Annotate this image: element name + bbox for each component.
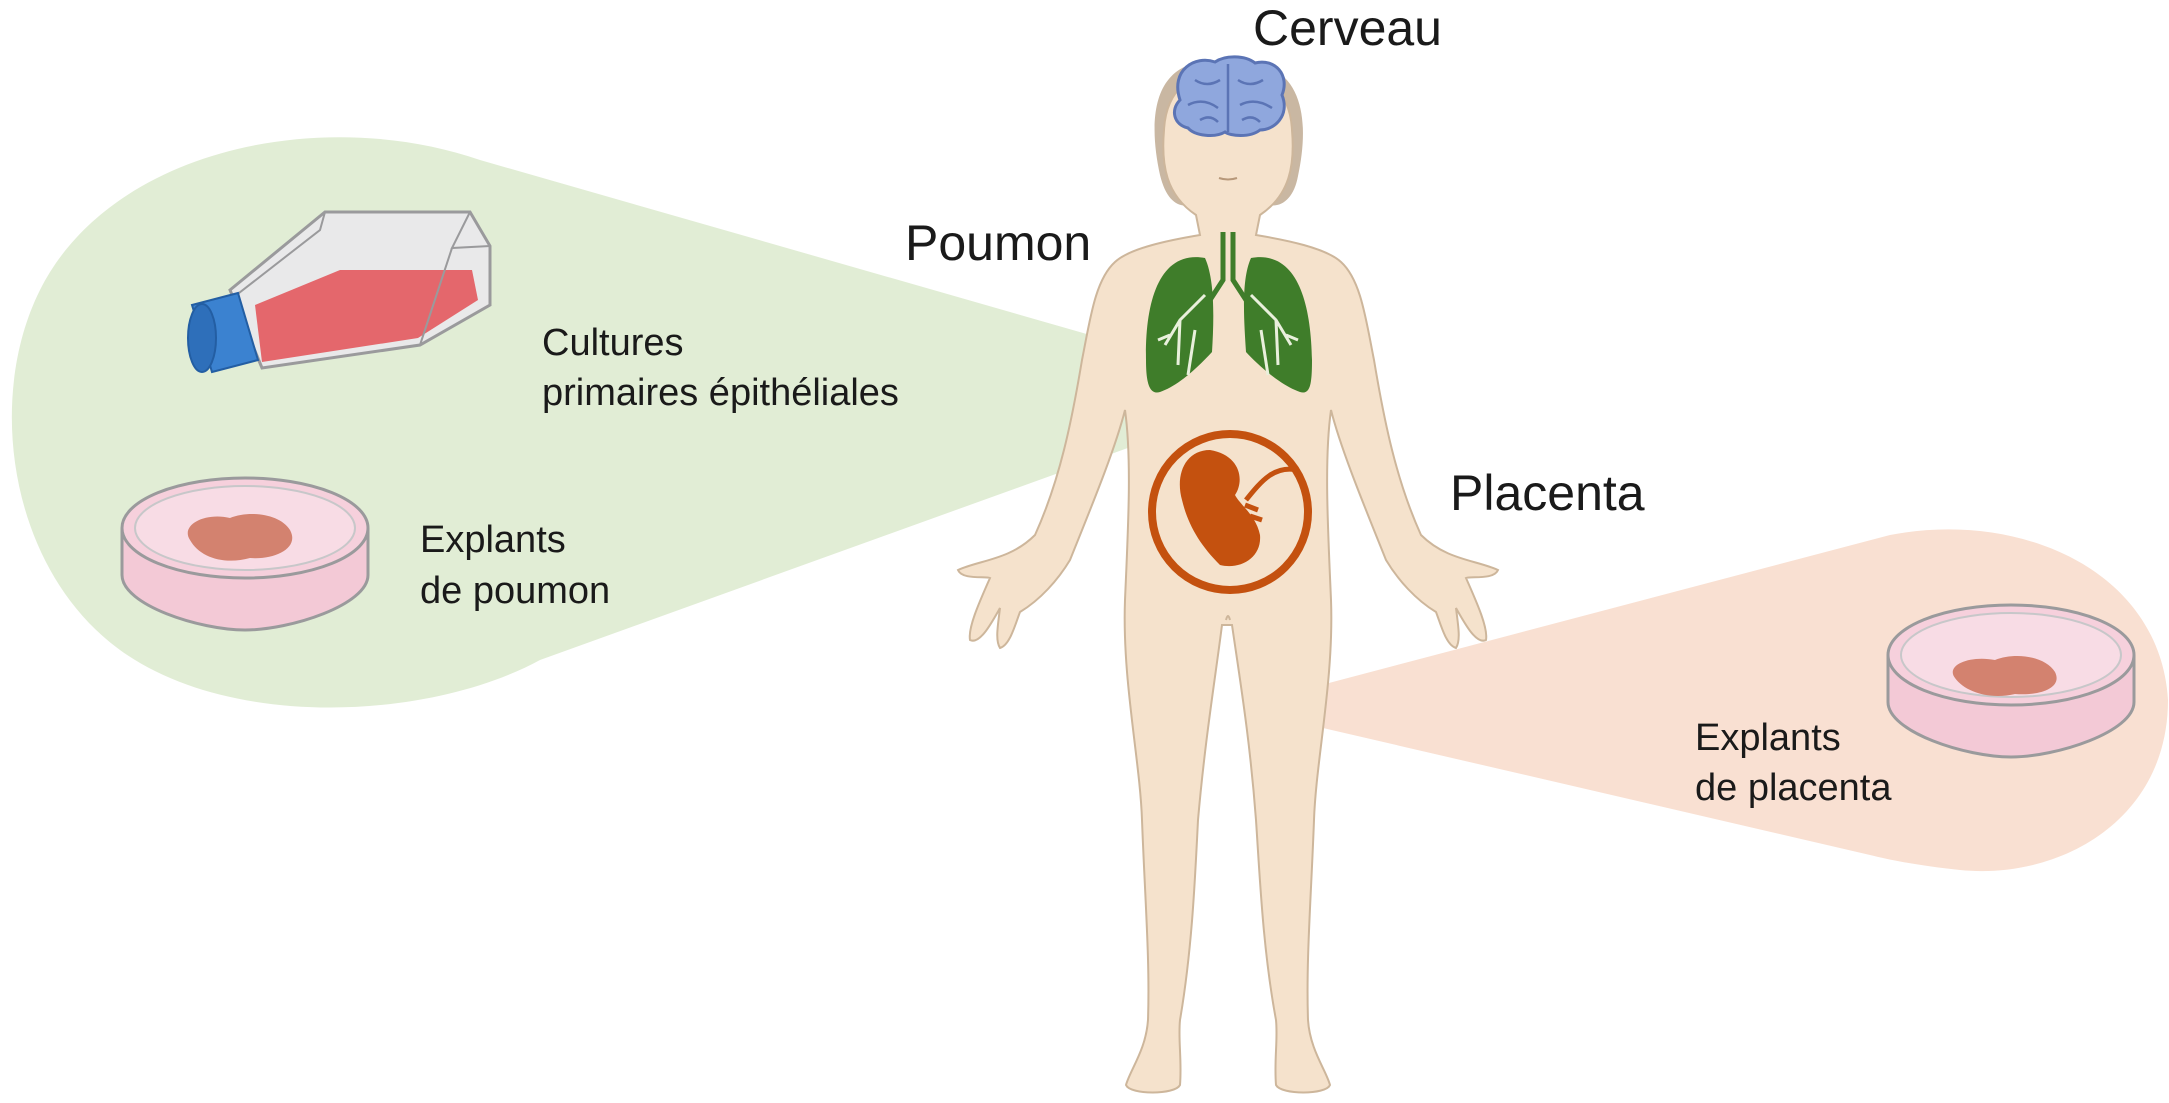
brain-label: Cerveau xyxy=(1253,0,1442,56)
placenta-explants-label-line2: de placenta xyxy=(1695,767,1892,809)
lung-explants-label-line1: Explants xyxy=(420,519,566,561)
primary-cultures-label-line2: primaires épithéliales xyxy=(542,372,899,414)
primary-cultures-label-line1: Cultures xyxy=(542,322,684,364)
petri-dish-icon xyxy=(122,478,368,630)
brain-icon xyxy=(1174,57,1284,136)
petri-dish-icon xyxy=(1888,605,2134,757)
placenta-explants-label-line1: Explants xyxy=(1695,717,1841,759)
lung-label: Poumon xyxy=(905,215,1091,271)
lung-explants-label-line2: de poumon xyxy=(420,570,610,612)
placenta-label: Placenta xyxy=(1450,465,1645,521)
